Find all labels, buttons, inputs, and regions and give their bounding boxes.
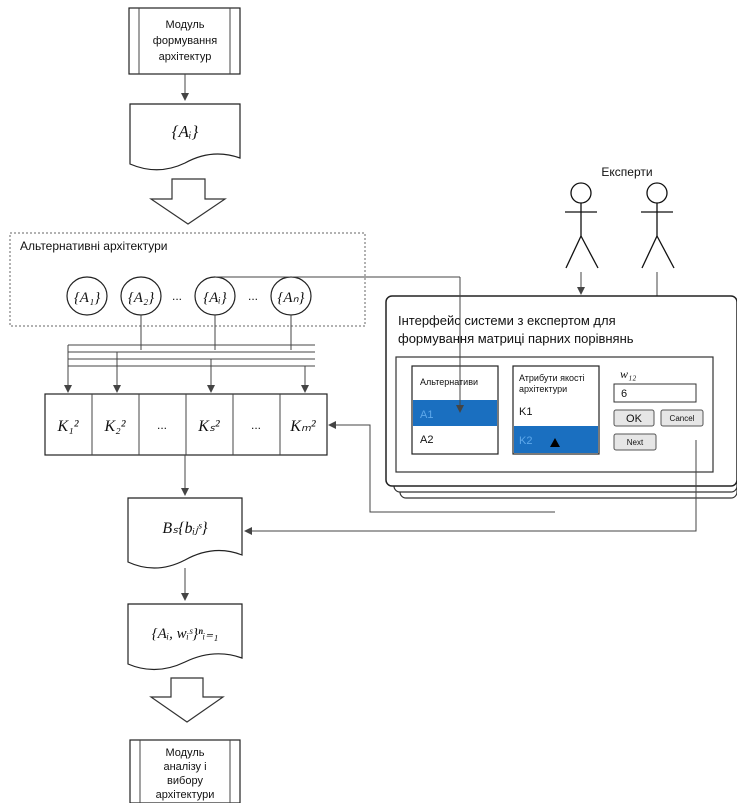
attribute-row-k2-selected: [514, 426, 598, 453]
module-top-line2: формування: [153, 35, 217, 47]
experts-label: Експерти: [601, 165, 652, 179]
attribute-row-k1: K1: [519, 406, 532, 418]
attributes-header-line1: Атрибути якості: [519, 373, 585, 383]
module-top-line1: Модуль: [166, 19, 205, 31]
architectures-set-document: {Aᵢ}: [129, 103, 241, 171]
module-bottom-line3: вибору: [167, 775, 203, 787]
ok-button-label: OK: [626, 413, 643, 425]
cursor-pointer-icon: [550, 438, 560, 447]
criterion-k1: K₁²: [56, 418, 79, 435]
alternatives-group: Альтернативні архітектури {A₁} {A₂} ... …: [9, 232, 366, 327]
expert-interface-window: Інтерфейс системи з експертом для формув…: [385, 295, 737, 499]
weight-label: w₁₂: [620, 367, 636, 381]
weight-value: 6: [621, 388, 627, 400]
alternative-a2: {A₂}: [128, 290, 154, 306]
attributes-header-line2: архітектури: [519, 384, 567, 394]
expert-figure-2: [641, 182, 675, 269]
hollow-down-arrow-top: [149, 178, 227, 225]
criterion-ks: Kₛ²: [197, 418, 221, 435]
criteria-ellipsis-1: ...: [157, 418, 167, 432]
interface-title-line1: Інтерфейс системи з експертом для: [398, 313, 616, 328]
alternatives-title: Альтернативні архітектури: [20, 239, 167, 253]
criteria-row: K₁² K₂² ... Kₛ² ... Kₘ²: [44, 393, 328, 456]
alternative-a1: {A₁}: [74, 290, 100, 306]
criterion-km: Kₘ²: [289, 418, 317, 435]
result-doc-label: {Aᵢ, wᵢˢ}ⁿᵢ₌₁: [152, 626, 219, 642]
module-top-line3: архітектур: [159, 51, 212, 63]
weight-input[interactable]: [613, 383, 697, 403]
alternative-row-a1-selected: [413, 400, 497, 426]
next-button[interactable]: [613, 433, 657, 451]
interface-title-line2: формування матриці парних порівнянь: [398, 331, 634, 346]
criteria-ellipsis-2: ...: [251, 418, 261, 432]
next-button-label: Next: [627, 438, 644, 447]
alternative-row-a1: A1: [420, 409, 433, 421]
weights-result-document: {Aᵢ, wᵢˢ}ⁿᵢ₌₁: [127, 603, 243, 671]
alternative-row-a2: A2: [420, 434, 433, 446]
ok-button[interactable]: [613, 409, 655, 427]
attribute-row-k2: K2: [519, 435, 532, 447]
matrix-doc-label: Bₛ{bᵢⱼˢ}: [162, 520, 208, 537]
module-bottom-line2: аналізу і: [163, 761, 206, 773]
comparison-matrix-document: Bₛ{bᵢⱼˢ}: [127, 497, 243, 569]
alternatives-ellipsis-1: ...: [172, 289, 182, 303]
module-bottom-line1: Модуль: [166, 747, 205, 759]
module-formation-block: Модуль формування архітектур: [128, 7, 241, 75]
alternatives-ellipsis-2: ...: [248, 289, 258, 303]
alternatives-panel-header: Альтернативи: [420, 377, 478, 387]
set-ai-label: {Aᵢ}: [172, 122, 199, 141]
expert-figure-1: [565, 182, 599, 269]
module-bottom-line4: архітектури: [156, 789, 215, 801]
cancel-button[interactable]: [660, 409, 704, 427]
cancel-button-label: Cancel: [670, 414, 695, 423]
alternatives-to-criteria-connectors: [64, 315, 315, 393]
criterion-k2: K₂²: [103, 418, 126, 435]
alternative-an: {Aₙ}: [277, 290, 304, 306]
module-analysis-block: Модуль аналізу і вибору архітектури: [129, 739, 241, 803]
alternative-ai: {Aᵢ}: [203, 290, 227, 306]
hollow-down-arrow-bottom: [149, 677, 225, 723]
